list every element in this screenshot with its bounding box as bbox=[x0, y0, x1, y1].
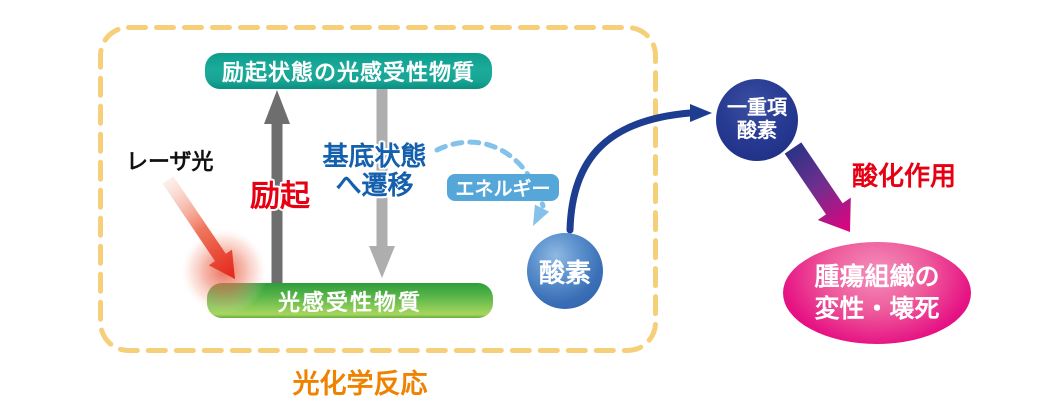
laser-light-label: レーザ光 bbox=[126, 149, 214, 174]
singlet-oxygen-line2: 酸素 bbox=[737, 120, 777, 142]
tumor-line1: 腫瘍組織の bbox=[814, 262, 940, 291]
oxygen-node: 酸素 bbox=[527, 233, 603, 309]
ground-transition-line2: へ遷移 bbox=[335, 170, 414, 201]
oxygen-to-singlet-curve bbox=[566, 109, 694, 234]
energy-transfer-arrowhead bbox=[533, 204, 550, 226]
oxygen-label: 酸素 bbox=[538, 257, 591, 288]
ground-transition-line1: 基底状態 bbox=[322, 141, 427, 171]
ground-transition-label: 基底状態 へ遷移 bbox=[312, 141, 437, 201]
photochemical-reaction-caption: 光化学反応 bbox=[292, 369, 428, 399]
tumor-necrosis-node: 腫瘍組織の 変性・壊死 bbox=[783, 242, 971, 344]
energy-label: エネルギー bbox=[455, 179, 551, 200]
singlet-oxygen-node: 一重項 酸素 bbox=[716, 79, 798, 161]
photosensitizer-box: 光感受性物質 bbox=[207, 283, 493, 318]
oxidation-label: 酸化作用 bbox=[852, 161, 957, 191]
oxidation-gradient-arrow bbox=[784, 142, 851, 232]
excited-state-label: 励起状態の光感受性物質 bbox=[221, 60, 475, 85]
singlet-oxygen-line1: 一重項 bbox=[727, 97, 787, 119]
excitation-label: 励起 bbox=[250, 180, 310, 213]
laser-light-arrow bbox=[162, 176, 235, 279]
excited-state-photosensitizer-box: 励起状態の光感受性物質 bbox=[205, 53, 492, 89]
tumor-line2: 変性・壊死 bbox=[814, 295, 940, 323]
oxygen-to-singlet-arrowhead bbox=[690, 104, 712, 122]
energy-badge: エネルギー bbox=[447, 174, 559, 201]
photosensitizer-label: 光感受性物質 bbox=[277, 289, 422, 315]
